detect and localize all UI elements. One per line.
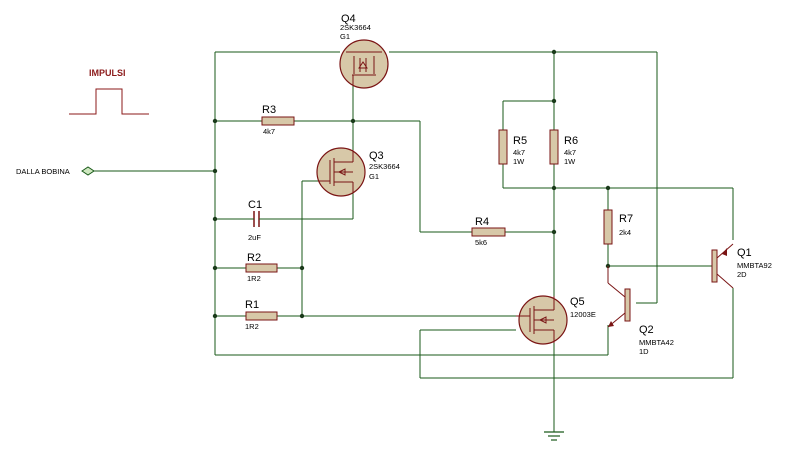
q2-part: MMBTA42 (639, 338, 674, 347)
q1-transistor-icon (711, 243, 734, 289)
q1-part: MMBTA92 (737, 261, 772, 270)
r4-ref: R4 (475, 216, 489, 228)
r5-resistor-icon (498, 129, 508, 165)
wires (214, 51, 734, 432)
r3-resistor-icon (261, 116, 295, 126)
r5-value: 4k7 (513, 148, 525, 157)
r6-resistor-icon (549, 129, 559, 165)
r6-ref: R6 (564, 135, 578, 147)
c1-capacitor-icon (250, 211, 262, 227)
q4-extra: G1 (340, 32, 350, 41)
input-label: DALLA BOBINA (16, 167, 70, 176)
input-terminal-icon (81, 166, 215, 176)
q2-ref: Q2 (639, 324, 654, 336)
q5-ref: Q5 (570, 296, 585, 308)
r7-ref: R7 (619, 213, 633, 225)
r2-resistor-icon (245, 263, 278, 273)
q2-transistor-icon (607, 266, 631, 328)
q1-ref: Q1 (737, 247, 752, 259)
q5-part: 12003E (570, 310, 596, 319)
r6-value: 4k7 (564, 148, 576, 157)
q3-ref: Q3 (369, 150, 384, 162)
q3-part: 2SK3664 (369, 162, 400, 171)
r3-ref: R3 (262, 104, 276, 116)
q3-extra: G1 (369, 172, 379, 181)
c1-value: 2uF (248, 233, 261, 242)
ground-icon (544, 431, 564, 441)
r1-ref: R1 (245, 299, 259, 311)
pulse-waveform-icon (69, 88, 149, 115)
r6-power: 1W (564, 157, 576, 166)
r3-value: 4k7 (263, 127, 275, 136)
q4-part: 2SK3664 (340, 23, 371, 32)
r5-power: 1W (513, 157, 525, 166)
r5-ref: R5 (513, 135, 527, 147)
q1-extra: 2D (737, 270, 747, 279)
r2-value: 1R2 (247, 274, 261, 283)
r2-ref: R2 (247, 252, 261, 264)
r7-resistor-icon (603, 209, 613, 245)
r7-value: 2k4 (619, 228, 631, 237)
r1-value: 1R2 (245, 322, 259, 331)
r4-resistor-icon (471, 227, 506, 237)
q4-mosfet-icon (339, 39, 389, 89)
c1-ref: C1 (248, 199, 262, 211)
q5-mosfet-icon (516, 295, 568, 345)
q4-ref: Q4 (341, 13, 356, 25)
q3-mosfet-icon (316, 147, 366, 197)
r1-resistor-icon (245, 311, 278, 321)
junction-dots (212, 49, 611, 319)
q2-extra: 1D (639, 347, 649, 356)
pulse-label: IMPULSI (89, 68, 126, 78)
r4-value: 5k6 (475, 238, 487, 247)
